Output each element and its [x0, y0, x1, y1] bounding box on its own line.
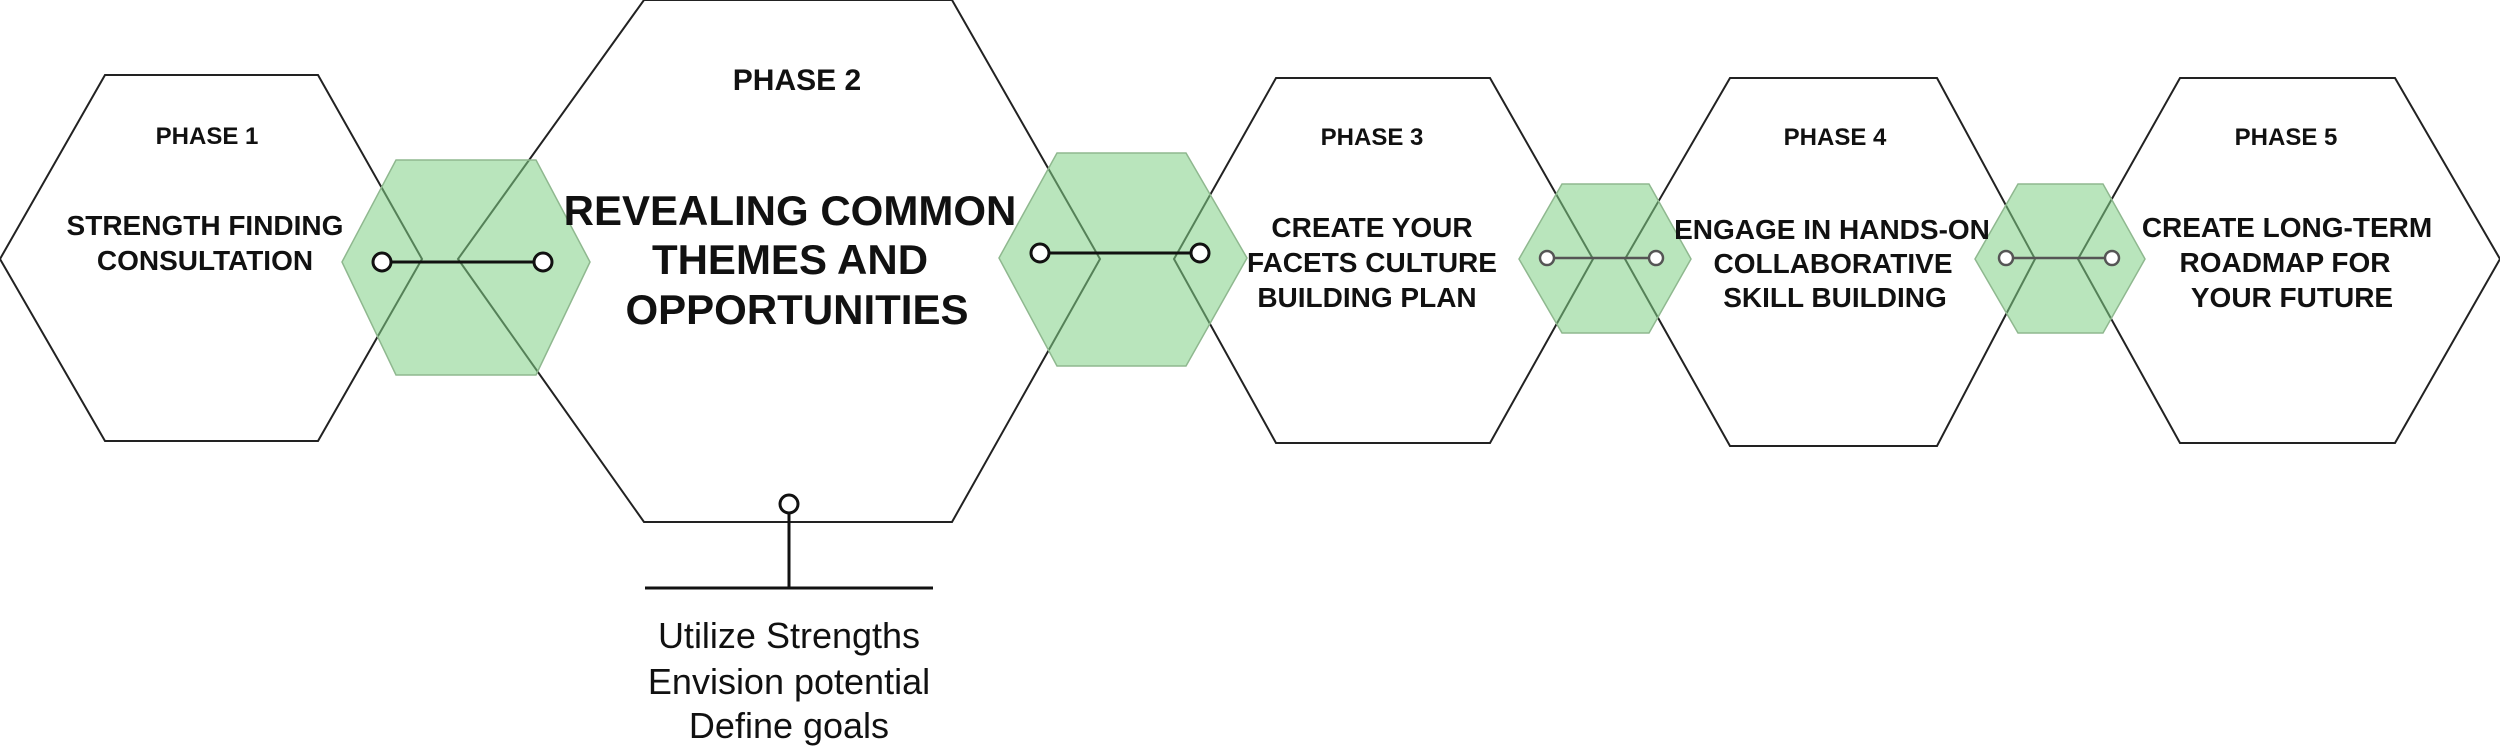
phase-1-label: PHASE 1	[156, 123, 259, 150]
phase-2-detail-1: Utilize Strengths	[658, 615, 920, 656]
phase-5-title-line-1: CREATE LONG-TERM	[2142, 212, 2432, 243]
phase-4-label: PHASE 4	[1784, 124, 1887, 151]
phase-3-label: PHASE 3	[1321, 124, 1424, 151]
connector-1-2-start-dot	[371, 251, 393, 273]
connector-3-4-start-dot	[1538, 249, 1556, 267]
phase-2-detail-3: Define goals	[689, 705, 889, 746]
phase-5-label: PHASE 5	[2235, 124, 2338, 151]
phase-2-title-line-3: OPPORTUNITIES	[625, 286, 968, 333]
phase-2-title-line-2: THEMES AND	[652, 236, 928, 283]
phase-2-label: PHASE 2	[733, 64, 861, 97]
connector-2-3-end-dot	[1189, 242, 1211, 264]
phase-3-title-line-3: BUILDING PLAN	[1257, 282, 1476, 313]
phase-2-title-line-1: REVEALING COMMON	[564, 187, 1017, 234]
phase-5-hexagon	[2076, 77, 2500, 444]
connector-2-3-start-dot	[1029, 242, 1051, 264]
phase-5-title-line-3: YOUR FUTURE	[2191, 282, 2393, 313]
connector-3-4-end-dot	[1647, 249, 1665, 267]
phase-3-title-line-1: CREATE YOUR	[1271, 212, 1472, 243]
phase-2-callout-dot	[778, 493, 800, 515]
connector-2-3-hexagon	[998, 152, 1248, 367]
connector-1-2-end-dot	[532, 251, 554, 273]
connector-1-2-hexagon	[341, 159, 591, 376]
phase-4-title-line-3: SKILL BUILDING	[1723, 282, 1946, 313]
phase-5-title-line-2: ROADMAP FOR	[2179, 247, 2390, 278]
phase-4-title-line-2: COLLABORATIVE	[1713, 248, 1952, 279]
connector-4-5-end-dot	[2103, 249, 2121, 267]
phase-4-title-line-1: ENGAGE IN HANDS-ON	[1674, 214, 1990, 245]
connector-4-5-start-dot	[1997, 249, 2015, 267]
phase-1-title-line-1: STRENGTH FINDING	[67, 210, 344, 241]
phase-1-title-line-2: CONSULTATION	[97, 245, 313, 276]
phase-2-detail-2: Envision potential	[648, 661, 930, 702]
phase-3-title-line-2: FACETS CULTURE	[1247, 247, 1497, 278]
